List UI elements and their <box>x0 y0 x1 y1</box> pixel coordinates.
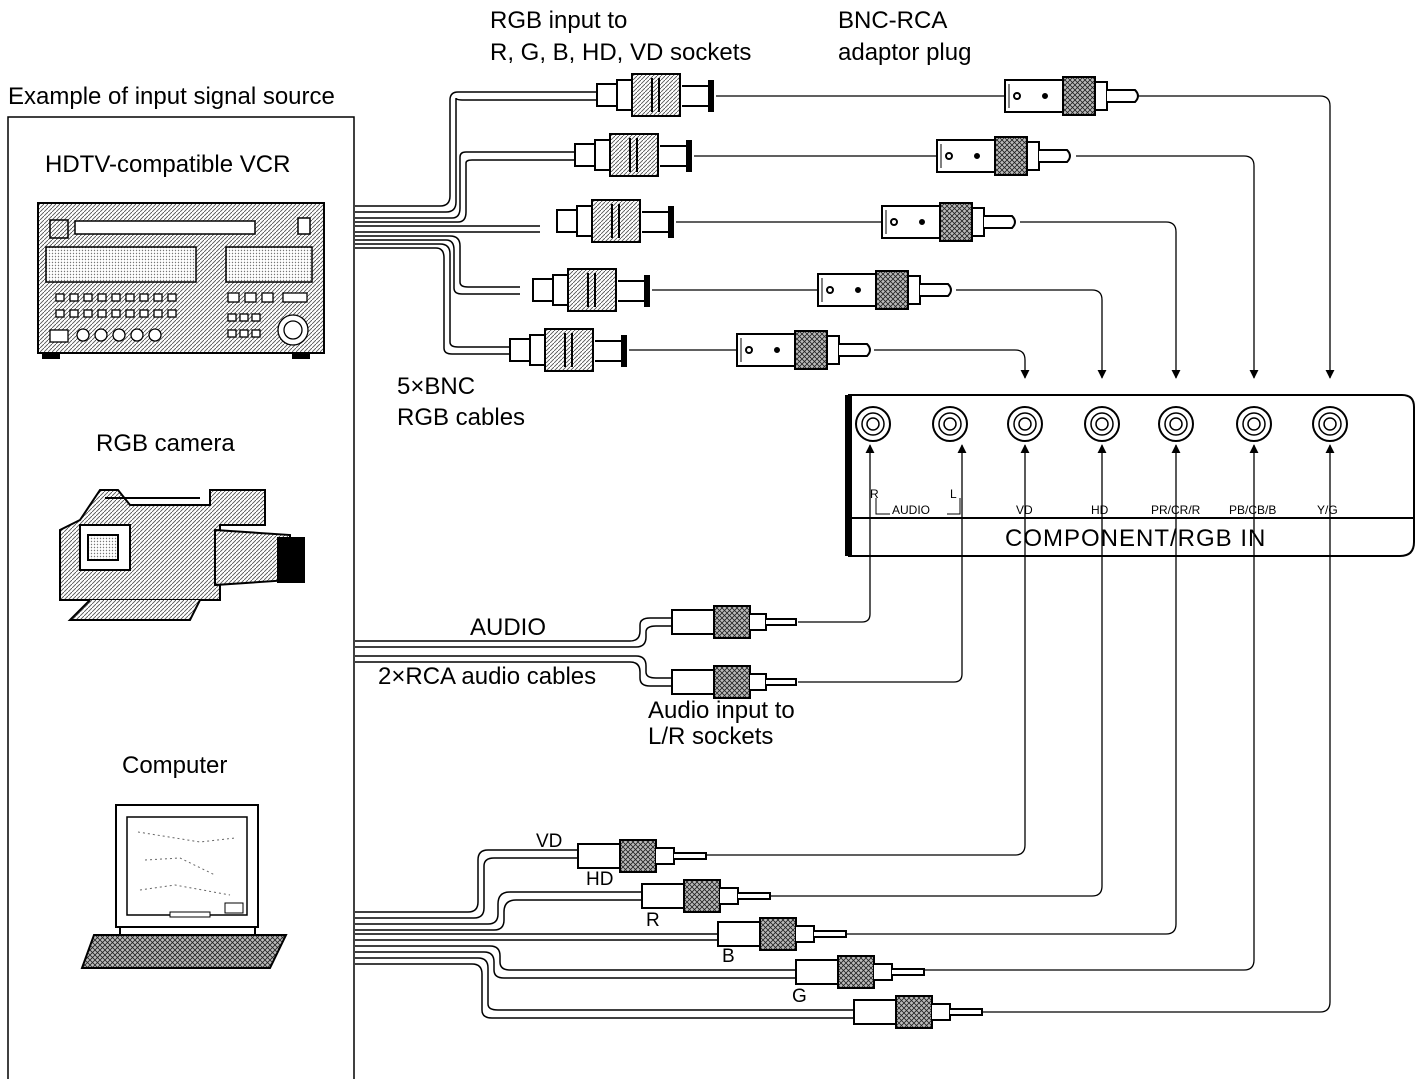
panel-audio-r-label: R <box>870 487 879 501</box>
panel-socket-label-pr: PR/CR/R <box>1151 503 1201 517</box>
panel-audio-l-label: L <box>950 487 957 501</box>
audio-cable-label: AUDIO <box>470 614 547 641</box>
cable-label-g: G <box>792 986 807 1007</box>
camera-icon <box>59 489 305 621</box>
bnc-cable-bundle <box>355 91 597 355</box>
vcr-icon <box>37 202 325 359</box>
socket-audio-r[interactable] <box>855 406 891 442</box>
panel-socket-label-pb: PB/CB/B <box>1229 503 1277 517</box>
computer-cables <box>355 444 1335 1019</box>
bnc-rca-label-line2: adaptor plug <box>838 39 972 66</box>
audio-input-label-line2: L/R sockets <box>648 723 774 750</box>
bnc-connectors <box>509 73 714 372</box>
audio-input-label-line1: Audio input to <box>648 697 795 724</box>
socket-hd[interactable] <box>1084 406 1120 442</box>
panel-title: COMPONENT/RGB IN <box>1005 525 1267 552</box>
component-rgb-panel <box>845 394 1415 557</box>
device-label-computer: Computer <box>122 752 228 779</box>
cable-label-b: B <box>722 946 735 967</box>
rca-audio-plugs <box>671 605 797 699</box>
computer-icon <box>80 804 288 969</box>
bnc-signal-lines <box>629 95 1335 379</box>
device-label-camera: RGB camera <box>96 430 235 457</box>
signal-source-box <box>7 116 355 1079</box>
socket-pb[interactable] <box>1236 406 1272 442</box>
rgb-input-label-line2: R, G, B, HD, VD sockets <box>490 39 752 66</box>
bnc-rca-label-line1: BNC-RCA <box>838 7 948 34</box>
device-label-vcr: HDTV-compatible VCR <box>45 151 291 178</box>
cable-label-hd: HD <box>586 869 614 890</box>
cable-label-vd: VD <box>536 831 563 852</box>
bnc-cables-label-line1: 5×BNC <box>397 373 476 400</box>
bnc-rca-adaptors <box>736 76 1139 370</box>
panel-socket-label-yg: Y/G <box>1317 503 1338 517</box>
panel-socket-label-vd: VD <box>1016 503 1033 517</box>
panel-audio-group-label: AUDIO <box>892 503 931 517</box>
socket-pr[interactable] <box>1158 406 1194 442</box>
panel-socket-label-hd: HD <box>1091 503 1109 517</box>
rca-computer-plugs <box>577 839 983 1029</box>
rgb-input-label-line1: RGB input to <box>490 7 628 34</box>
cable-label-r: R <box>646 910 660 931</box>
audio-cables <box>355 444 967 687</box>
source-box-title: Example of input signal source <box>8 83 335 110</box>
rca-audio-cables-label: 2×RCA audio cables <box>378 663 597 690</box>
socket-audio-l[interactable] <box>932 406 968 442</box>
bnc-cables-label-line2: RGB cables <box>397 404 526 431</box>
socket-yg[interactable] <box>1312 406 1348 442</box>
socket-vd[interactable] <box>1007 406 1043 442</box>
